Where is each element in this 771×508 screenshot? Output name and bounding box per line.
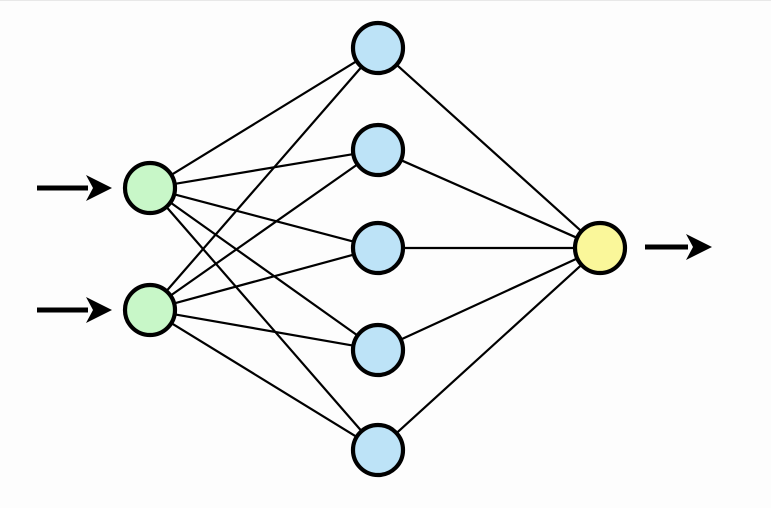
input-arrow-bottom-icon [37, 297, 112, 323]
hidden-node-circle[interactable] [350, 322, 406, 378]
node-i1[interactable] [122, 160, 178, 216]
connection-edge [398, 158, 580, 240]
connection-edge [172, 152, 356, 186]
node-o1[interactable] [572, 220, 628, 276]
connection-edge [172, 253, 356, 305]
node-i2[interactable] [122, 282, 178, 338]
connection-edge [169, 59, 359, 177]
io-arrows-group [37, 175, 712, 323]
output-arrow-icon [645, 234, 712, 260]
node-h4[interactable] [350, 322, 406, 378]
input-node-circle[interactable] [122, 160, 178, 216]
node-h2[interactable] [350, 122, 406, 178]
connection-edge [168, 162, 360, 298]
connection-edge [398, 256, 580, 342]
edges-group [164, 59, 584, 439]
hidden-node-circle[interactable] [350, 422, 406, 478]
nodes-group [122, 20, 628, 478]
arrow-head [686, 234, 712, 260]
arrow-head [86, 175, 112, 201]
hidden-node-circle[interactable] [350, 20, 406, 76]
input-arrow-top-icon [37, 175, 112, 201]
connection-edge [164, 65, 364, 293]
connection-edge [164, 205, 364, 433]
node-h5[interactable] [350, 422, 406, 478]
connection-edge [394, 62, 584, 234]
input-node-circle[interactable] [122, 282, 178, 338]
connection-edge [172, 313, 356, 347]
node-h3[interactable] [350, 220, 406, 276]
connection-edge [169, 321, 359, 439]
arrow-head [86, 297, 112, 323]
connection-edge [394, 263, 584, 435]
hidden-node-circle[interactable] [350, 220, 406, 276]
output-node-circle[interactable] [572, 220, 628, 276]
connection-edge [168, 200, 360, 338]
hidden-node-circle[interactable] [350, 122, 406, 178]
connection-edge [172, 193, 356, 243]
node-h1[interactable] [350, 20, 406, 76]
